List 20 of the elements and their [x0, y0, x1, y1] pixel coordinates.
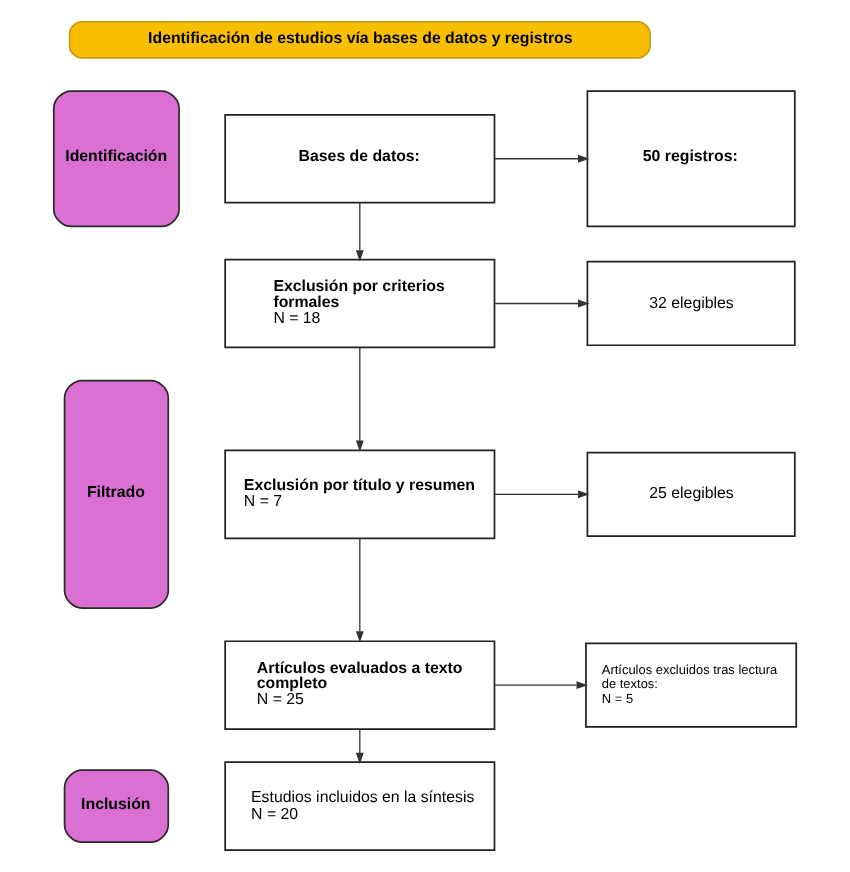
node-box: Exclusión por criterios formales N = 18	[224, 258, 496, 349]
node-box: Exclusión por título y resumen N = 7	[224, 449, 496, 540]
node-box: Inclusión	[63, 769, 170, 844]
node-box: 50 registros:	[586, 90, 796, 228]
node-box: Filtrado	[63, 379, 170, 609]
arrow	[355, 537, 364, 643]
node-box: Artículos evaluados a texto completo N = 25	[224, 640, 496, 730]
node-box: Identificación	[52, 90, 180, 228]
node-box: 25 elegibles	[586, 451, 796, 537]
node-box: 32 elegibles	[586, 260, 796, 347]
arrow	[355, 202, 364, 262]
arrow	[494, 299, 590, 308]
arrow	[494, 490, 590, 499]
node-box: Estudios incluidos en la síntesis N = 20	[224, 761, 496, 851]
arrow	[355, 728, 364, 765]
arrow	[494, 154, 590, 163]
node-box: Identificación de estudios vía bases de datos y registros	[68, 21, 651, 59]
arrow	[494, 681, 588, 690]
arrow	[355, 346, 364, 452]
node-box: Bases de datos:	[224, 113, 496, 204]
